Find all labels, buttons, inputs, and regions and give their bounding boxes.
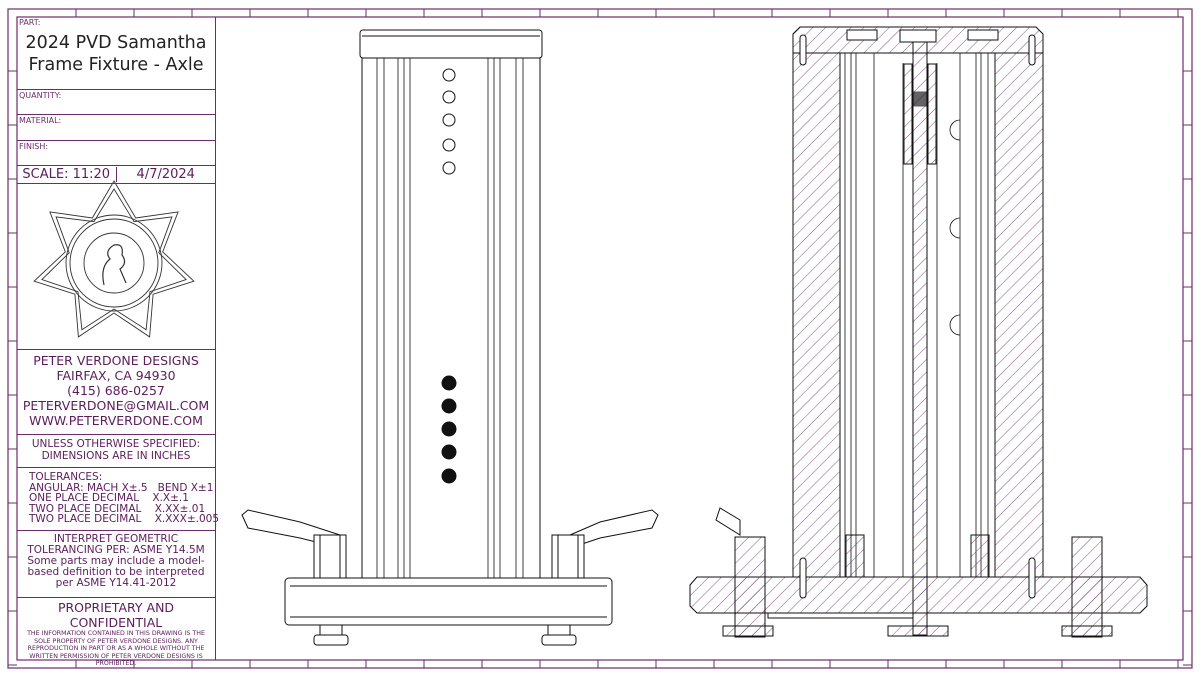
proprietary-text: THE INFORMATION CONTAINED IN THIS DRAWIN… — [27, 630, 205, 667]
scale-date-row: SCALE: 11:20 4/7/2024 — [17, 166, 215, 184]
company-seal-logo — [33, 180, 195, 338]
tol-one-place: ONE PLACE DECIMAL X.X±.1 — [29, 492, 189, 504]
part-label: PART: — [19, 18, 41, 27]
finish-label: FINISH: — [19, 142, 49, 151]
base-plate — [284, 577, 613, 626]
section-view — [689, 26, 1148, 638]
column-cap — [359, 29, 543, 59]
proprietary-title: PROPRIETARY AND CONFIDENTIAL — [57, 600, 175, 630]
leveling-foot — [313, 624, 577, 646]
tolerances-block: TOLERANCES: ANGULAR: MACH X±.5 BEND X±1 … — [17, 468, 219, 531]
drawing-date: 4/7/2024 — [136, 167, 195, 182]
units-line2: DIMENSIONS ARE IN INCHES — [41, 450, 191, 462]
filled-hole — [441, 468, 457, 484]
section-clamp-right — [1061, 536, 1113, 638]
front-view — [241, 29, 659, 646]
scale-value: SCALE: 11:20 — [17, 167, 117, 182]
column-body — [361, 57, 541, 581]
open-hole — [442, 138, 456, 152]
hole-pattern — [441, 68, 457, 484]
clamp-lever-right — [551, 509, 659, 579]
units-note: UNLESS OTHERWISE SPECIFIED:DIMENSIONS AR… — [17, 435, 215, 468]
title-block-divider — [215, 17, 216, 660]
clamp-lever-left — [241, 509, 347, 579]
center-rod — [912, 41, 928, 636]
units-line1: UNLESS OTHERWISE SPECIFIED: — [31, 438, 201, 450]
quantity-field: QUANTITY: — [17, 90, 215, 115]
part-field: PART: 2024 PVD Samantha Frame Fixture - … — [17, 17, 215, 90]
filled-hole — [441, 375, 457, 391]
material-label: MATERIAL: — [19, 116, 62, 125]
company-phone: (415) 686-0257 — [67, 383, 165, 398]
filled-hole — [441, 444, 457, 460]
filled-hole — [441, 421, 457, 437]
open-hole — [442, 68, 456, 82]
sheet-border — [7, 8, 1193, 669]
company-city: FAIRFAX, CA 94930 — [56, 368, 176, 383]
interp-line4: based definition to be interpreted — [27, 566, 205, 578]
material-field: MATERIAL: — [17, 115, 215, 141]
company-website[interactable]: WWW.PETERVERDONE.COM — [29, 413, 203, 428]
section-right-wall — [994, 52, 1044, 578]
part-name-line2: Frame Fixture - Axle — [28, 55, 204, 75]
interp-line1: INTERPRET GEOMETRIC — [53, 533, 179, 545]
proprietary-notice: PROPRIETARY AND CONFIDENTIAL THE INFORMA… — [17, 598, 215, 667]
interp-line5: per ASME Y14.41-2012 — [55, 577, 177, 589]
company-info: PETER VERDONE DESIGNS FAIRFAX, CA 94930 … — [17, 350, 215, 435]
section-clamp-left — [715, 507, 774, 638]
zone-ticks — [8, 9, 1192, 668]
filled-hole — [441, 398, 457, 414]
open-hole — [442, 90, 456, 104]
tol-angular: ANGULAR: MACH X±.5 BEND X±1 — [29, 481, 214, 494]
interp-line3: Some parts may include a model- — [27, 555, 205, 567]
open-hole — [442, 113, 456, 127]
logo-cell — [17, 184, 215, 350]
interp-line2: TOLERANCING PER: ASME Y14.5M — [27, 544, 205, 556]
company-email[interactable]: PETERVERDONE@GMAIL.COM — [22, 398, 210, 413]
tol-two-place: TWO PLACE DECIMAL X.XX±.01 — [29, 502, 206, 515]
part-name-line1: 2024 PVD Samantha — [25, 33, 207, 53]
gdt-note: INTERPRET GEOMETRIC TOLERANCING PER: ASM… — [17, 531, 215, 598]
section-left-wall — [792, 52, 841, 578]
tol-three-place: TWO PLACE DECIMAL X.XXX±.005 — [29, 513, 219, 525]
tolerances-title: TOLERANCES: — [29, 471, 103, 483]
open-hole — [442, 161, 456, 175]
company-name: PETER VERDONE DESIGNS — [33, 353, 199, 368]
finish-field: FINISH: — [17, 141, 215, 166]
quantity-label: QUANTITY: — [19, 91, 62, 100]
